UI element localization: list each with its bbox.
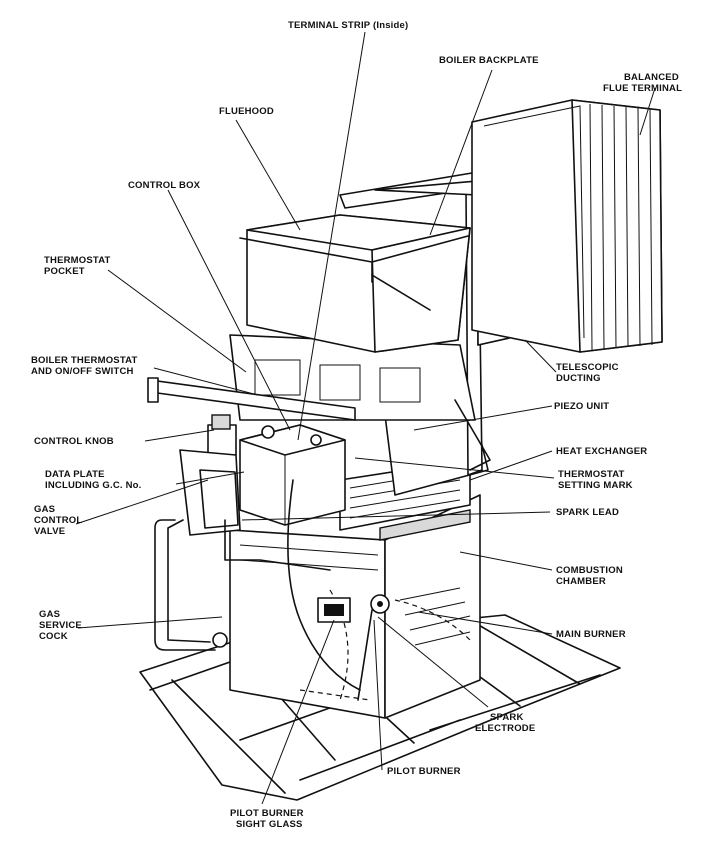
label-pilot-sight-glass-2: SIGHT GLASS	[236, 819, 303, 830]
pilot-assembly	[357, 594, 390, 701]
label-control-knob: CONTROL KNOB	[34, 436, 114, 447]
spark-lead	[287, 479, 361, 691]
label-data-plate-1: DATA PLATE	[45, 469, 105, 480]
leader-lines	[75, 31, 656, 805]
label-telescopic-ducting-2: DUCTING	[556, 373, 601, 384]
combustion-chamber	[229, 494, 481, 719]
label-boiler-thermostat-2: AND ON/OFF SWITCH	[31, 366, 134, 377]
label-thermostat-setting-2: SETTING MARK	[558, 480, 633, 491]
label-gas-control-valve-3: VALVE	[34, 526, 65, 537]
label-spark-electrode-1: SPARK	[490, 712, 524, 723]
gas-pipework	[154, 519, 331, 651]
label-thermostat-setting-1: THERMOSTAT	[558, 469, 625, 480]
gas-control-valve	[179, 414, 241, 536]
label-terminal-strip: TERMINAL STRIP (Inside)	[288, 20, 408, 31]
label-pilot-sight-glass-1: PILOT BURNER	[230, 808, 304, 819]
labels: TERMINAL STRIP (Inside) BOILER BACKPLATE…	[31, 20, 682, 830]
label-gas-control-valve-1: GAS	[34, 504, 55, 515]
label-boiler-thermostat-1: BOILER THERMOSTAT	[31, 355, 138, 366]
label-gas-service-cock-1: GAS	[39, 609, 60, 620]
balanced-flue-terminal	[471, 99, 663, 353]
label-heat-exchanger: HEAT EXCHANGER	[556, 446, 647, 457]
label-thermostat-pocket-1: THERMOSTAT	[44, 255, 111, 266]
label-balanced-flue-terminal-2: FLUE TERMINAL	[603, 83, 682, 94]
label-piezo-unit: PIEZO UNIT	[554, 401, 609, 412]
label-gas-service-cock-2: SERVICE	[39, 620, 82, 631]
label-telescopic-ducting-1: TELESCOPIC	[556, 362, 619, 373]
label-balanced-flue-terminal-1: BALANCED	[624, 72, 679, 83]
fluehood	[239, 214, 471, 353]
label-main-burner: MAIN BURNER	[556, 629, 626, 640]
label-gas-control-valve-2: CONTROL	[34, 515, 82, 526]
label-combustion-chamber-1: COMBUSTION	[556, 565, 623, 576]
label-thermostat-pocket-2: POCKET	[44, 266, 85, 277]
label-gas-service-cock-3: COCK	[39, 631, 68, 642]
label-pilot-burner: PILOT BURNER	[387, 766, 461, 777]
label-spark-lead: SPARK LEAD	[556, 507, 619, 518]
thermostat-bar	[147, 377, 356, 421]
label-control-box: CONTROL BOX	[128, 180, 201, 191]
label-data-plate-2: INCLUDING G.C. No.	[45, 480, 142, 491]
label-boiler-backplate: BOILER BACKPLATE	[439, 55, 539, 66]
label-combustion-chamber-2: CHAMBER	[556, 576, 606, 587]
control-box	[239, 424, 346, 526]
label-spark-electrode-2: ELECTRODE	[475, 723, 535, 734]
label-fluehood: FLUEHOOD	[219, 106, 274, 117]
